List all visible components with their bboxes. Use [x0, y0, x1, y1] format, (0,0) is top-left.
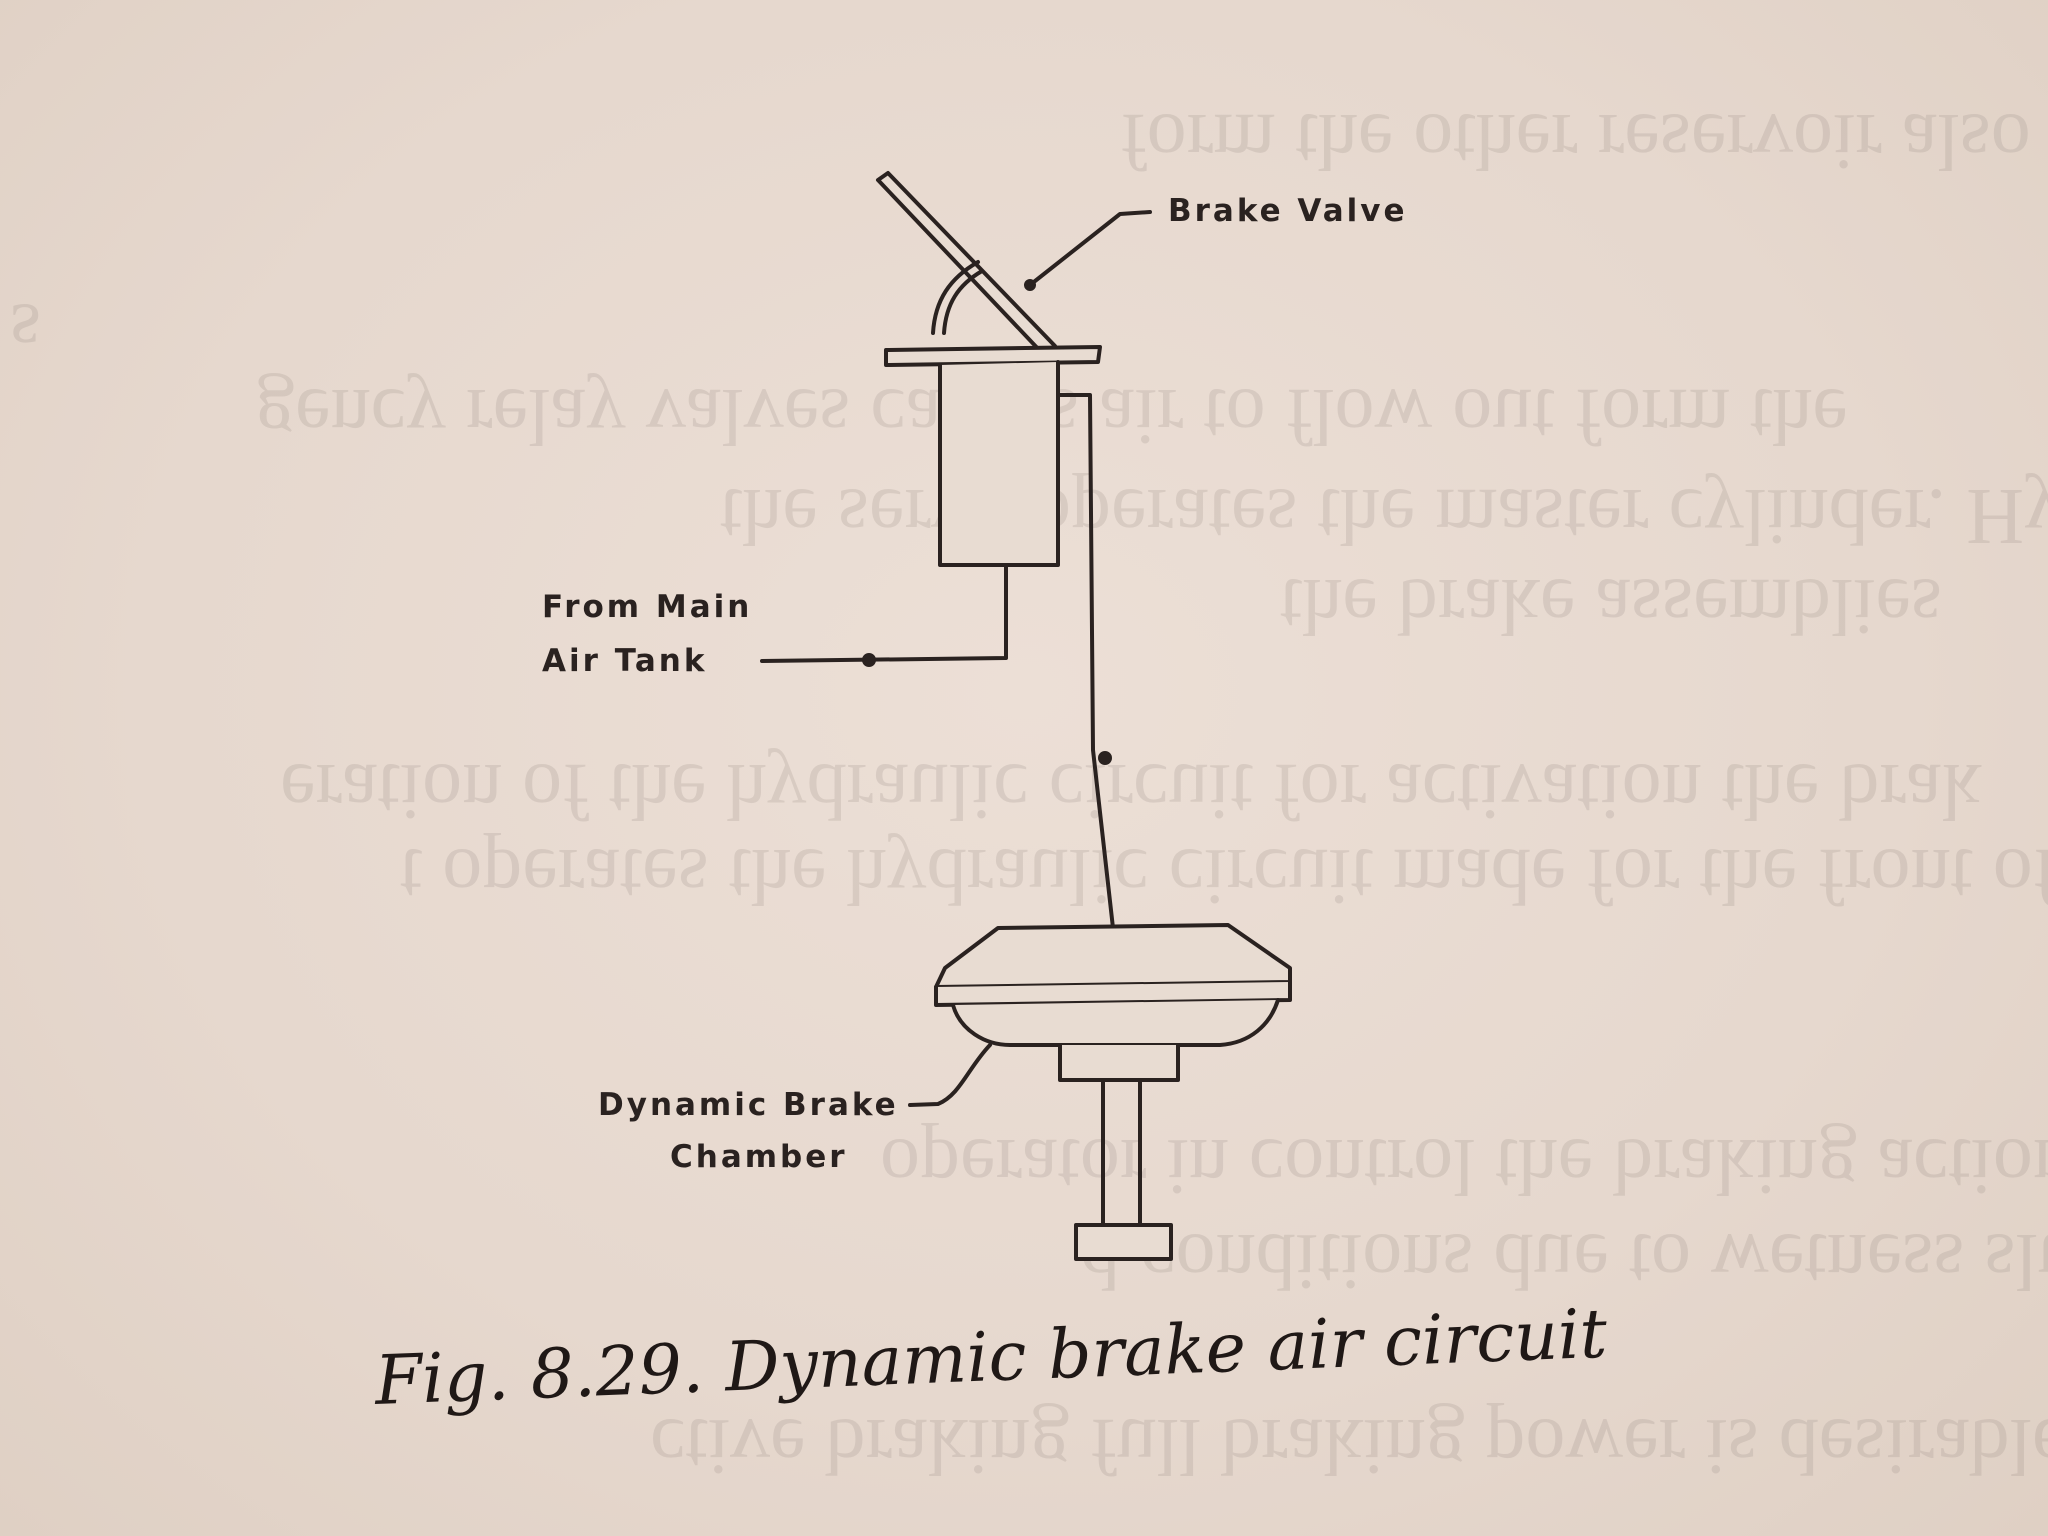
brake-chamber-housing [951, 998, 1280, 1047]
from-main-label: From Main [542, 589, 753, 625]
delivery-pipe-joint [1098, 751, 1112, 765]
supply-pipe [760, 563, 1008, 663]
brake-valve-leader [1028, 210, 1152, 287]
chamber-label: Chamber [670, 1139, 848, 1175]
delivery-pipe [1056, 393, 1115, 930]
supply-pipe-joint [862, 653, 876, 667]
brake-valve-handle [876, 171, 1057, 356]
valve-guide-arc [931, 260, 980, 335]
brake-valve-label: Brake Valve [1168, 193, 1408, 229]
brake-chamber-dome [934, 923, 1292, 989]
dynamic-brake-label: Dynamic Brake [598, 1087, 899, 1123]
push-rod [1101, 1078, 1142, 1227]
chamber-leader [908, 1043, 992, 1107]
brake-valve-body [938, 360, 1060, 567]
valve-guide-arc-inner [942, 269, 984, 335]
valve-top-plate [884, 345, 1102, 367]
push-rod-collar [1058, 1043, 1180, 1082]
push-rod-foot [1074, 1223, 1173, 1261]
air-tank-label: Air Tank [542, 643, 708, 679]
